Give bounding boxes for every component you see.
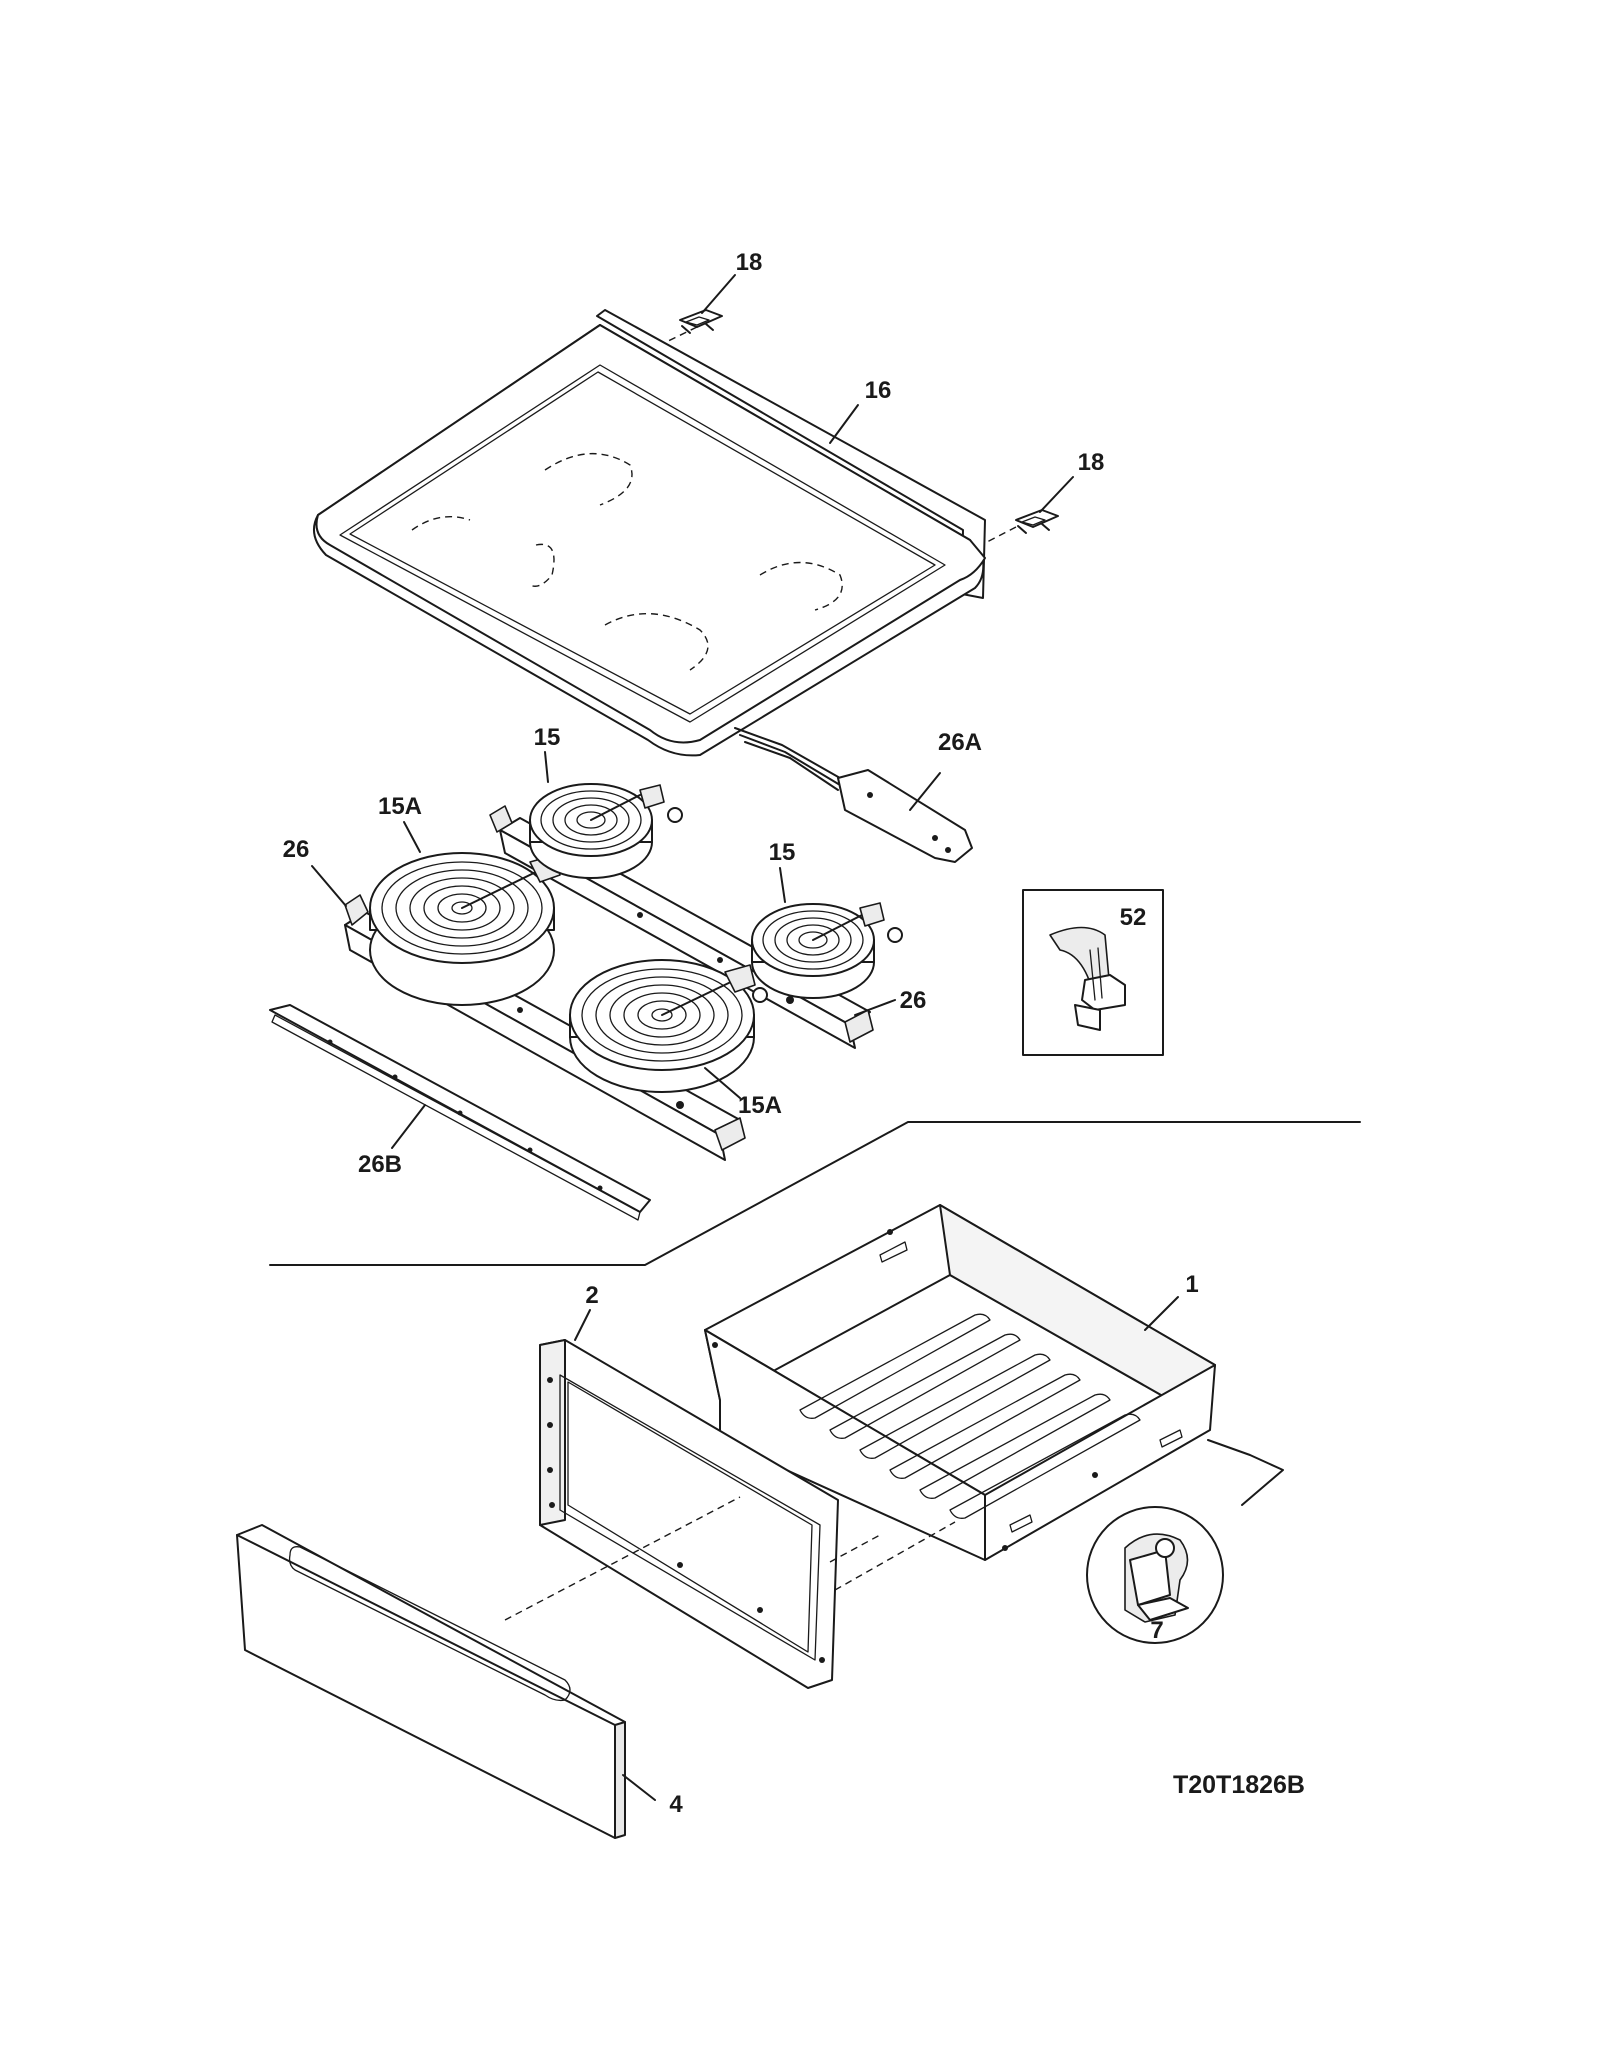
callout-52: 52 bbox=[1120, 904, 1147, 931]
callout-26-left: 26 bbox=[283, 836, 310, 863]
callout-15-front: 15 bbox=[769, 839, 796, 866]
callout-26B: 26B bbox=[358, 1151, 402, 1178]
section-divider bbox=[269, 1121, 1361, 1266]
callout-18-top: 18 bbox=[736, 249, 763, 276]
drawer-panel-4 bbox=[236, 1524, 656, 1839]
assembly-line-1 bbox=[504, 1496, 741, 1621]
callout-16: 16 bbox=[865, 377, 892, 404]
assembly-line-3 bbox=[834, 1521, 956, 1591]
callout-2: 2 bbox=[585, 1282, 598, 1309]
element-15-back bbox=[529, 751, 683, 879]
callout-15-back: 15 bbox=[534, 724, 561, 751]
callout-1: 1 bbox=[1185, 1271, 1198, 1298]
bracket-18-top bbox=[659, 274, 736, 346]
diagram-code: T20T1826B bbox=[1173, 1771, 1305, 1799]
callout-15A-back: 15A bbox=[378, 793, 422, 820]
drawer-body-1 bbox=[704, 1204, 1216, 1561]
drawer-liner-2 bbox=[539, 1309, 839, 1689]
callout-7: 7 bbox=[1150, 1617, 1163, 1644]
element-15-front bbox=[751, 867, 903, 999]
cooktop-16 bbox=[312, 309, 986, 757]
callout-15A-front: 15A bbox=[738, 1092, 782, 1119]
callout-26-right: 26 bbox=[900, 987, 927, 1014]
callout-18-right: 18 bbox=[1078, 449, 1105, 476]
element-15A-back bbox=[369, 821, 561, 1006]
inset-52 bbox=[1022, 889, 1164, 1056]
callout-26A: 26A bbox=[938, 729, 982, 756]
callout-4: 4 bbox=[669, 1791, 683, 1818]
strip-26B bbox=[269, 1004, 651, 1221]
bracket-18-right bbox=[984, 476, 1074, 544]
element-15A-front bbox=[569, 959, 768, 1099]
inset-7 bbox=[1086, 1506, 1224, 1644]
inset-7-leader bbox=[1207, 1439, 1284, 1506]
harness-26A bbox=[734, 727, 973, 863]
assembly-line-2 bbox=[829, 1534, 881, 1563]
